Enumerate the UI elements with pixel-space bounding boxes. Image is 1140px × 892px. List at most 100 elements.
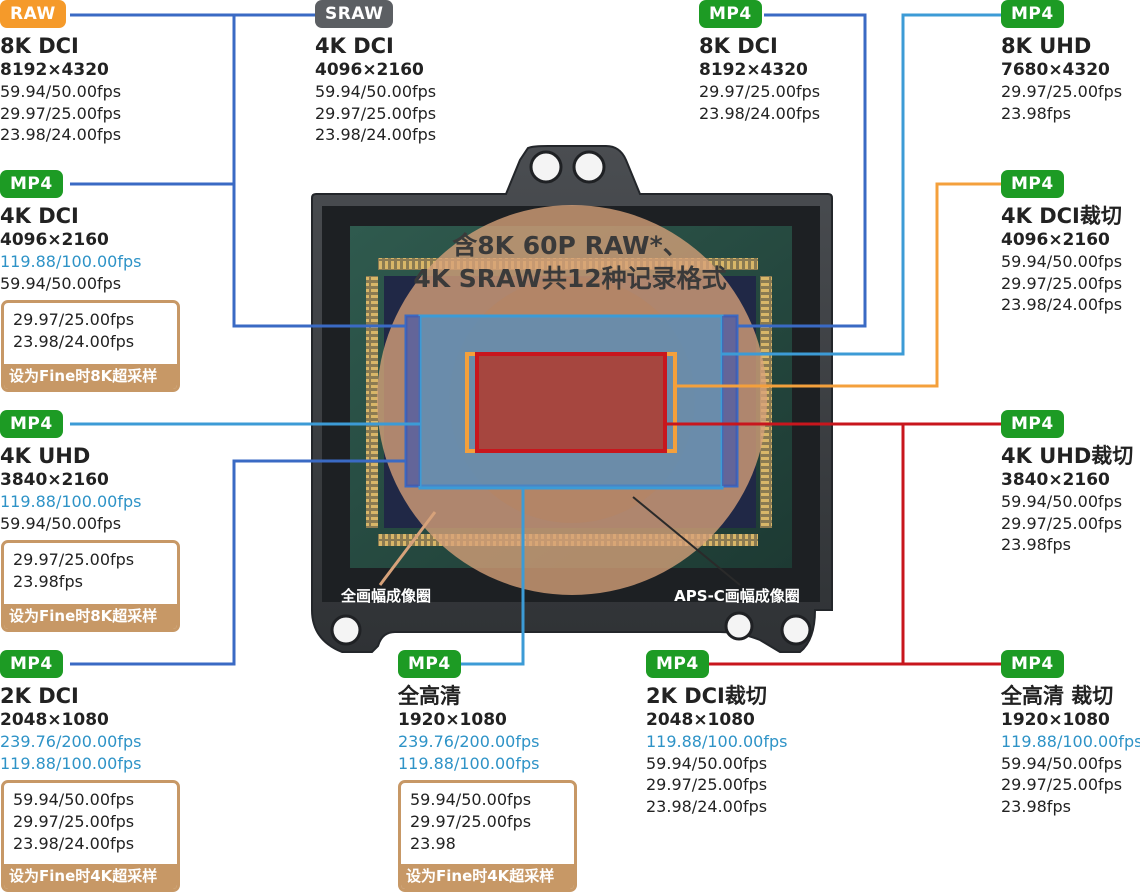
format-resolution: 8192×4320 — [699, 60, 808, 80]
fine-oversampling-box: 59.94/50.00fps 29.97/25.00fps 23.98/24.0… — [1, 780, 180, 892]
fps-line: 23.98fps — [1001, 796, 1071, 816]
fps-line: 29.97/25.00fps — [410, 812, 532, 831]
apsc-label: APS-C画幅成像圈 — [674, 587, 800, 605]
fps-line: 29.97/25.00fps — [13, 310, 135, 329]
mp4-badge: MP4 — [0, 170, 63, 198]
fps-line: 59.94/50.00fps — [1001, 492, 1123, 511]
fps-line-highlight: 119.88/100.00fps — [1001, 732, 1140, 751]
format-mp4-fullhd-crop: MP4 全高清 裁切 1920×1080 119.88/100.00fps 59… — [1001, 650, 1140, 817]
raw-badge: RAW — [0, 0, 66, 28]
fps-line-highlight: 119.88/100.00fps — [398, 753, 540, 773]
fps-line-highlight: 119.88/100.00fps — [0, 252, 142, 271]
fps-line: 23.98/24.00fps — [13, 332, 135, 351]
format-mp4-8k-dci: MP4 8K DCI 8192×4320 29.97/25.00fps 23.9… — [699, 0, 820, 124]
fps-line: 59.94/50.00fps — [315, 82, 437, 101]
fps-line: 29.97/25.00fps — [1001, 273, 1123, 293]
fine-oversampling-label: 设为Fine时4K超采样 — [4, 864, 177, 889]
fps-line: 29.97/25.00fps — [699, 82, 821, 101]
fine-oversampling-label: 设为Fine时8K超采样 — [4, 604, 177, 629]
sraw-badge: SRAW — [315, 0, 394, 28]
fps-line: 23.98fps — [13, 572, 83, 591]
fps-line: 59.94/50.00fps — [0, 273, 122, 293]
format-title: 2K DCI — [0, 684, 79, 708]
fps-line: 29.97/25.00fps — [0, 103, 122, 123]
fps-line: 23.98/24.00fps — [315, 125, 437, 144]
fps-line: 59.94/50.00fps — [1001, 753, 1123, 773]
fps-line-highlight: 239.76/200.00fps — [398, 732, 540, 751]
fps-line: 29.97/25.00fps — [1001, 775, 1123, 794]
format-resolution: 4096×2160 — [315, 60, 424, 80]
format-title: 8K DCI — [0, 34, 79, 58]
full-frame-label: 全画幅成像圈 — [340, 587, 431, 605]
mp4-badge: MP4 — [398, 650, 461, 678]
fps-line: 23.98fps — [1001, 103, 1071, 123]
fps-line: 29.97/25.00fps — [646, 775, 768, 794]
mp4-badge: MP4 — [0, 410, 63, 438]
format-title: 全高清 — [398, 684, 461, 708]
format-title: 4K UHD — [0, 444, 91, 468]
fps-line: 29.97/25.00fps — [13, 812, 135, 831]
format-resolution: 8192×4320 — [0, 60, 109, 80]
format-title: 4K DCI — [0, 204, 79, 228]
format-title: 4K DCI — [315, 34, 394, 58]
format-title: 全高清 裁切 — [1001, 684, 1114, 708]
format-resolution: 3840×2160 — [1001, 470, 1110, 490]
fine-oversampling-box: 29.97/25.00fps 23.98/24.00fps 设为Fine时8K超… — [1, 300, 180, 392]
format-mp4-2k-dci: MP4 2K DCI 2048×1080 239.76/200.00fps 11… — [0, 650, 141, 774]
fine-oversampling-label: 设为Fine时8K超采样 — [4, 364, 177, 389]
fps-line: 59.94/50.00fps — [0, 513, 122, 533]
fps-line: 59.94/50.00fps — [410, 790, 532, 809]
format-title: 8K DCI — [699, 34, 778, 58]
mp4-badge: MP4 — [646, 650, 709, 678]
format-sraw-4k-dci: SRAW 4K DCI 4096×2160 59.94/50.00fps 29.… — [315, 0, 436, 146]
format-resolution: 2048×1080 — [646, 710, 755, 730]
format-mp4-4k-dci: MP4 4K DCI 4096×2160 119.88/100.00fps 59… — [0, 170, 141, 294]
callout-line2: 4K SRAW共12种记录格式 — [413, 264, 726, 293]
format-title: 4K DCI裁切 — [1001, 204, 1122, 228]
apsc-pointer — [632, 496, 741, 586]
fps-line: 23.98/24.00fps — [646, 796, 768, 816]
fps-line-highlight: 119.88/100.00fps — [646, 732, 788, 751]
format-resolution: 4096×2160 — [0, 230, 109, 250]
format-mp4-4k-dci-crop: MP4 4K DCI裁切 4096×2160 59.94/50.00fps 29… — [1001, 170, 1122, 316]
fps-line: 29.97/25.00fps — [1001, 513, 1123, 533]
format-mp4-4k-uhd-crop: MP4 4K UHD裁切 3840×2160 59.94/50.00fps 29… — [1001, 410, 1133, 556]
format-resolution: 2048×1080 — [0, 710, 109, 730]
dci-left-side — [406, 316, 420, 486]
format-mp4-4k-uhd: MP4 4K UHD 3840×2160 119.88/100.00fps 59… — [0, 410, 141, 534]
fps-line: 23.98fps — [1001, 535, 1071, 554]
fps-line: 29.97/25.00fps — [13, 550, 135, 569]
format-title: 4K UHD裁切 — [1001, 444, 1134, 468]
mp4-badge: MP4 — [1001, 0, 1064, 28]
fps-line-highlight: 119.88/100.00fps — [0, 492, 142, 511]
format-title: 2K DCI裁切 — [646, 684, 767, 708]
left-pads — [366, 276, 378, 528]
format-mp4-fullhd: MP4 全高清 1920×1080 239.76/200.00fps 119.8… — [398, 650, 539, 774]
mp4-badge: MP4 — [0, 650, 63, 678]
fps-line: 29.97/25.00fps — [1001, 82, 1123, 101]
fps-line: 29.97/25.00fps — [315, 103, 437, 123]
format-resolution: 3840×2160 — [0, 470, 109, 490]
fps-line: 59.94/50.00fps — [646, 753, 768, 773]
format-title: 8K UHD — [1001, 34, 1092, 58]
fine-oversampling-box: 29.97/25.00fps 23.98fps 设为Fine时8K超采样 — [1, 540, 180, 632]
fine-oversampling-label: 设为Fine时4K超采样 — [401, 864, 574, 889]
mp4-badge: MP4 — [1001, 650, 1064, 678]
mp4-badge: MP4 — [1001, 170, 1064, 198]
format-raw-8k-dci: RAW 8K DCI 8192×4320 59.94/50.00fps 29.9… — [0, 0, 121, 146]
format-resolution: 7680×4320 — [1001, 60, 1110, 80]
fps-line-highlight: 119.88/100.00fps — [0, 753, 142, 773]
format-resolution: 1920×1080 — [398, 710, 507, 730]
fps-line: 59.94/50.00fps — [1001, 252, 1123, 271]
uhd-4k-crop-frame — [475, 352, 667, 453]
format-mp4-8k-uhd: MP4 8K UHD 7680×4320 29.97/25.00fps 23.9… — [1001, 0, 1122, 124]
fps-line: 23.98/24.00fps — [0, 125, 122, 144]
format-resolution: 1920×1080 — [1001, 710, 1110, 730]
full-frame-pointer — [378, 511, 437, 586]
dci-right-side — [722, 316, 737, 486]
callout-line1: 含8K 60P RAW*、 — [452, 231, 687, 260]
fps-line: 23.98 — [410, 834, 456, 853]
fps-line: 23.98/24.00fps — [13, 834, 135, 853]
format-mp4-2k-dci-crop: MP4 2K DCI裁切 2048×1080 119.88/100.00fps … — [646, 650, 787, 817]
